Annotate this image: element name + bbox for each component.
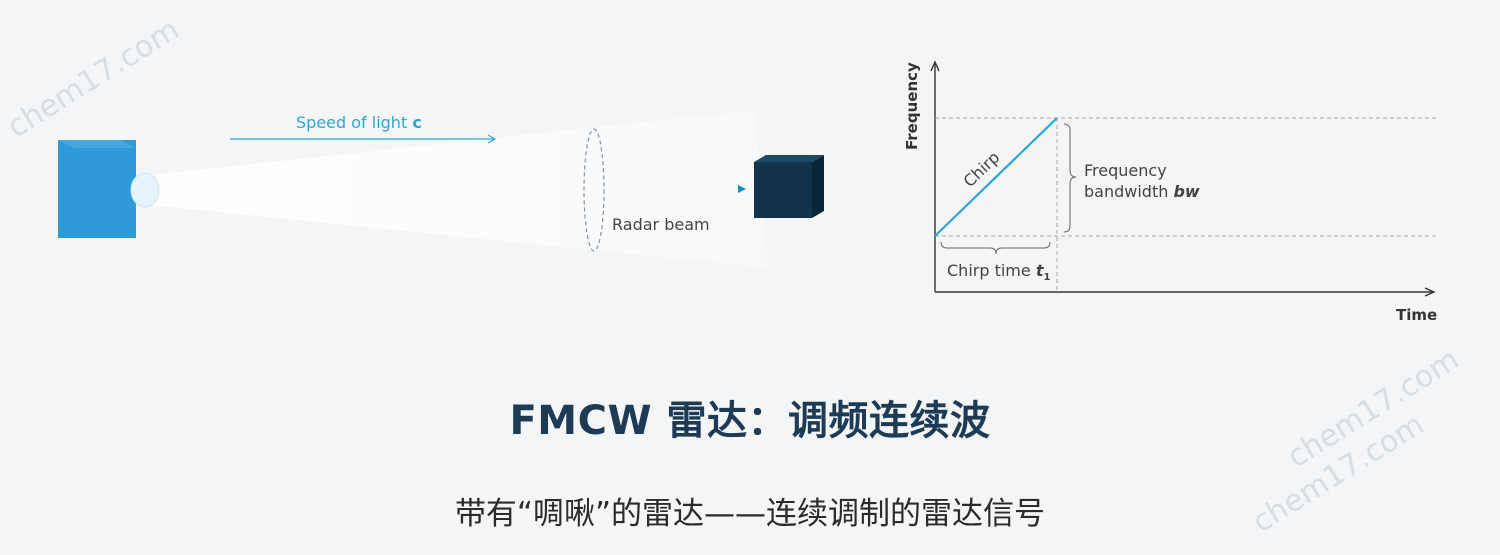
chirp-time-label: Chirp time t1 — [947, 261, 1050, 283]
target-box — [754, 155, 824, 218]
page-title: FMCW 雷达：调频连续波 — [509, 398, 991, 444]
page-subtitle: 带有“啁啾”的雷达——连续调制的雷达信号 — [454, 496, 1046, 532]
chirp-label: Chirp — [960, 148, 1004, 191]
speed-of-light-label: Speed of light c — [296, 113, 422, 132]
radar-beam-label: Radar beam — [612, 215, 710, 234]
bandwidth-label: Frequency bandwidth bw — [1084, 161, 1200, 201]
beam-cross-section — [583, 128, 605, 252]
chirp-ramp — [934, 117, 1058, 237]
radar-transmitter-box — [58, 140, 160, 238]
beam-arrowhead — [738, 185, 746, 193]
y-axis-label: Frequency — [903, 62, 921, 150]
bandwidth-brace — [1063, 123, 1077, 233]
x-axis-label: Time — [1396, 306, 1437, 324]
chirp-time-brace — [940, 241, 1051, 255]
